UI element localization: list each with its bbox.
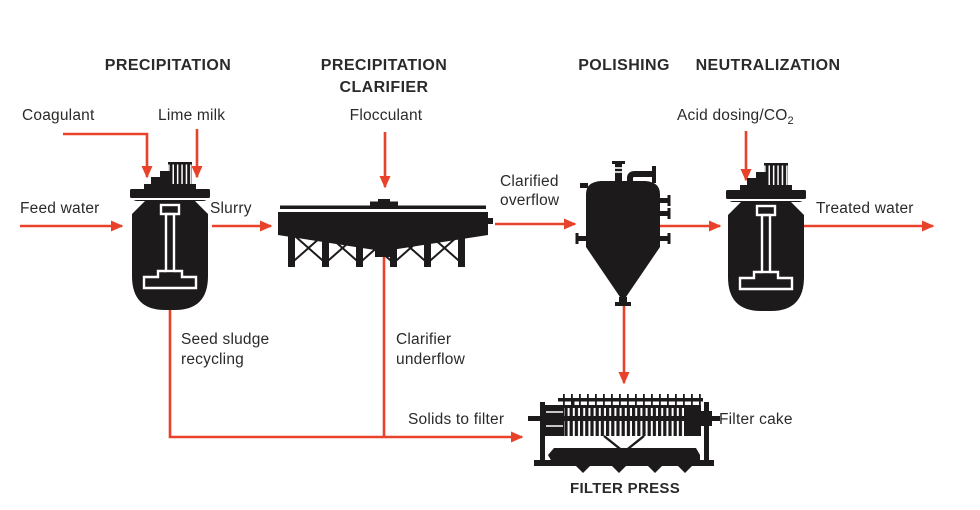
filter-press-label: FILTER PRESS [570,480,680,497]
polishing-vessel-icon [575,161,671,306]
lid-gap-left [728,202,741,215]
solids-to-filter-arrow [168,308,524,443]
clarifier-outlet-nozzle [487,218,493,224]
bottom-nozzle [615,297,631,306]
acid-dosing-label: Acid dosing/CO2 [677,106,794,131]
stage-title-neutralization: NEUTRALIZATION [695,57,841,74]
lime-milk-label: Lime milk [158,107,226,124]
solids-to-filter-label: Solids to filter [408,411,505,428]
clarifier-body [278,212,488,257]
vent-pipe [612,161,625,181]
stage-title-polishing: POLISHING [578,57,670,74]
agitator-motor [144,162,196,190]
stage-title-precipitation: PRECIPITATION [104,57,232,74]
acid-dosing-subscript: 2 [787,115,794,127]
lid-gap-right [195,201,208,214]
clarifier-icon [278,199,493,267]
coagulant-label: Coagulant [22,107,95,124]
neutralization-reactor-icon [726,163,806,311]
clarifier-drive [370,199,398,206]
clarified-overflow-label: Clarified overflow [500,173,560,209]
vessel-body [586,181,660,297]
slurry-label: Slurry [210,200,252,217]
seed-sludge-recycling-label: Seed sludge recycling [181,331,270,368]
tank-body [728,201,804,311]
agitator-shaft [738,204,794,291]
sludge-trough [534,448,714,473]
clarifier-launder [280,205,486,209]
side-rail [528,416,720,421]
clarifier-underflow-label: Clarifier underflow [396,331,466,368]
precipitation-reactor-icon [130,162,210,310]
tank-lid [130,189,210,198]
tank-body [132,200,208,310]
agitator-motor [740,163,792,191]
tank-lid [726,190,806,199]
overflow-pipe [627,166,656,184]
side-nozzles [575,183,671,244]
lid-gap-left [132,201,145,214]
feed-water-label: Feed water [20,200,100,217]
stage-title-precipitation-clarifier: PRECIPITATION CLARIFIER [320,57,448,96]
filter-cake-label: Filter cake [719,411,793,428]
filter-press-icon [528,394,720,473]
treated-water-label: Treated water [816,200,914,217]
agitator-shaft [142,203,198,290]
acid-dosing-text: Acid dosing/CO [677,107,788,124]
flocculant-label: Flocculant [349,107,423,124]
coagulant-arrow [63,132,153,179]
lid-gap-right [791,202,804,215]
